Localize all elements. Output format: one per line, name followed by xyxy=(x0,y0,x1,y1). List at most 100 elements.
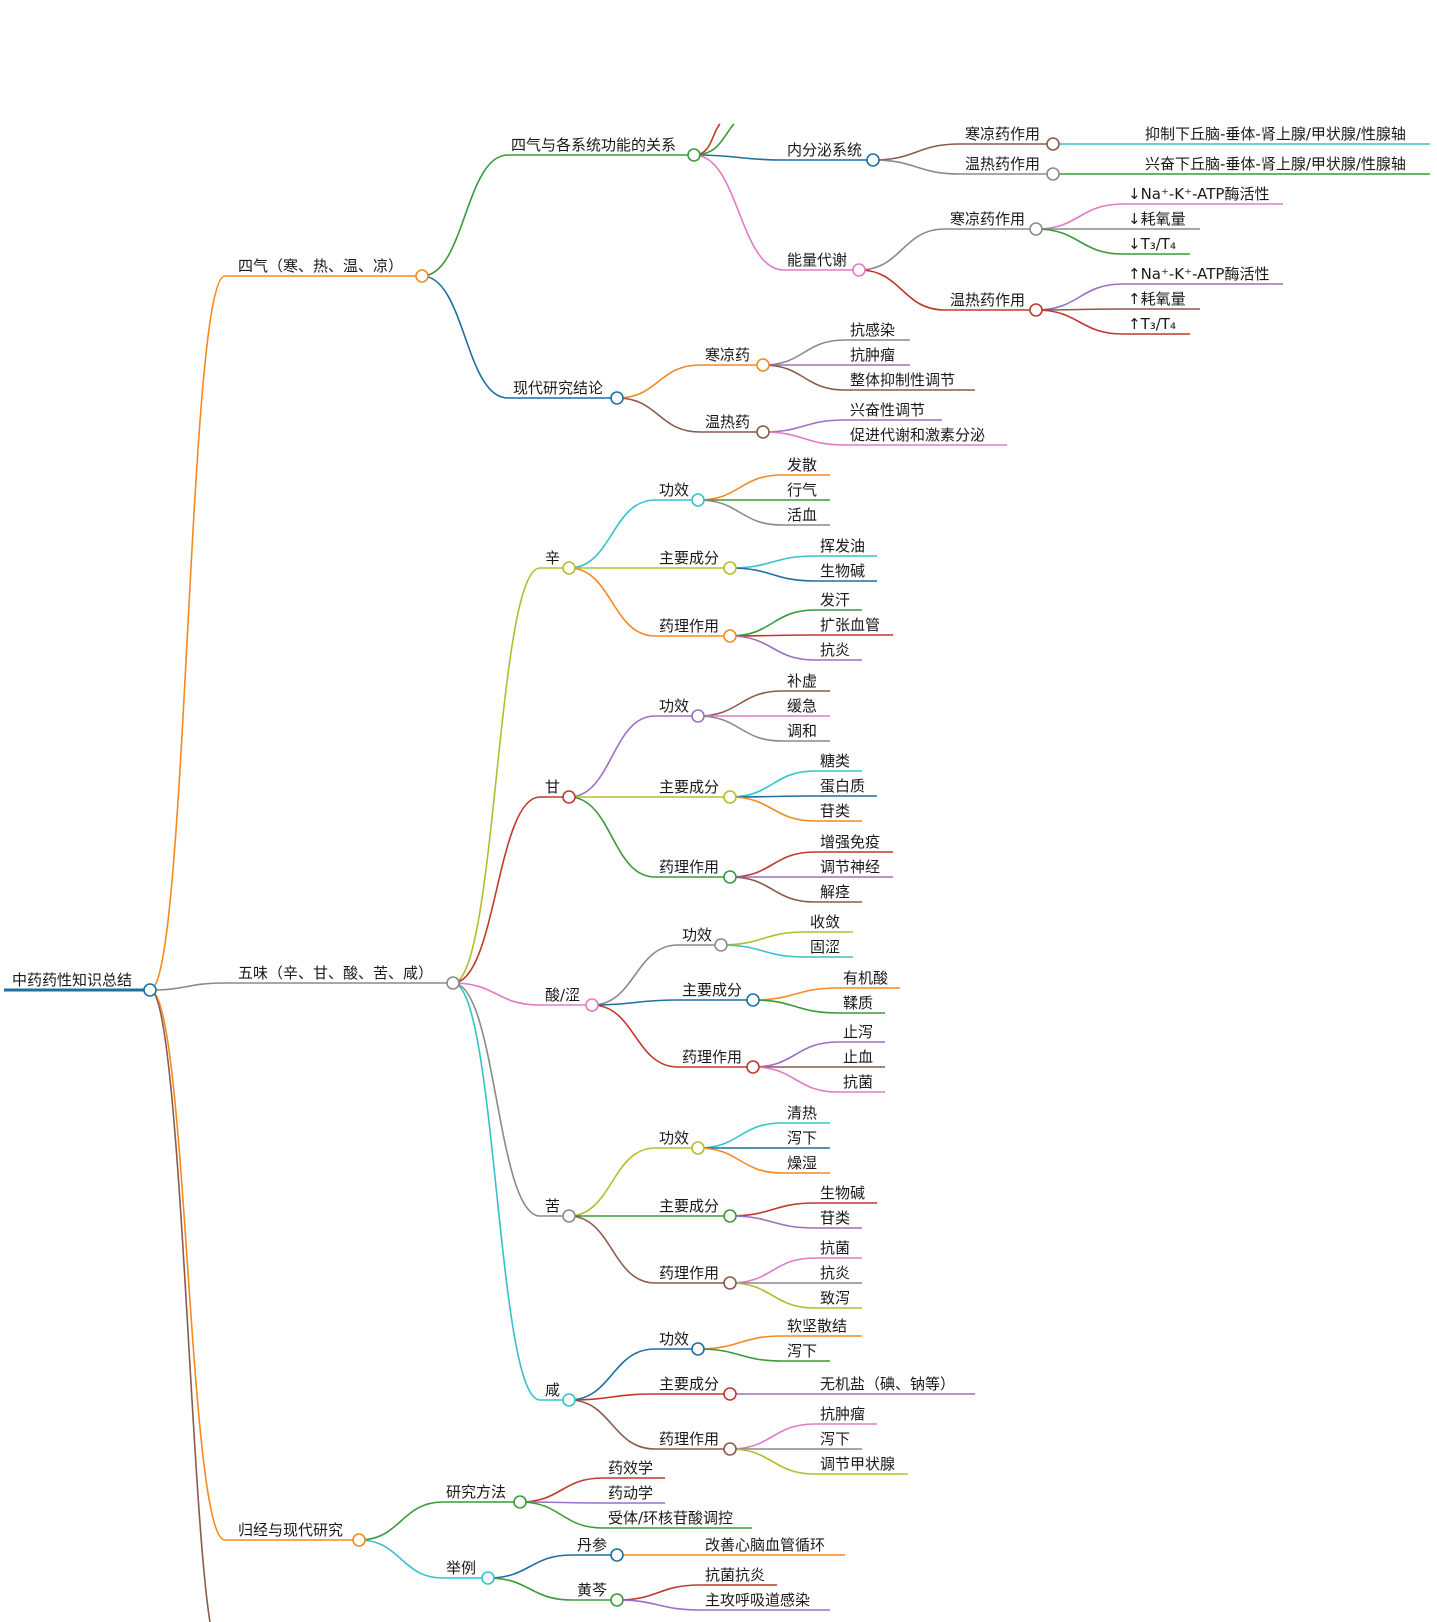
node-label-2-0[interactable]: 研究方法 xyxy=(446,1483,506,1501)
node-label-2[interactable]: 归经与现代研究 xyxy=(238,1521,343,1539)
collapse-toggle-1-4-2[interactable] xyxy=(723,1442,737,1456)
node-label-0-1-0[interactable]: 寒凉药 xyxy=(705,346,750,364)
node-label-1-0-2-1[interactable]: 扩张血管 xyxy=(820,616,880,634)
collapse-toggle-1-0-0[interactable] xyxy=(691,493,705,507)
node-label-1-4-2-0[interactable]: 抗肿瘤 xyxy=(820,1405,865,1423)
node-label-0-1-0-2[interactable]: 整体抑制性调节 xyxy=(850,371,955,389)
collapse-toggle-2-1[interactable] xyxy=(481,1571,495,1585)
collapse-toggle-1-4-1[interactable] xyxy=(723,1387,737,1401)
node-label-1-1-0-1[interactable]: 缓急 xyxy=(787,697,817,715)
node-label-1[interactable]: 五味（辛、甘、酸、苦、咸） xyxy=(238,964,433,982)
node-label-0-0-0[interactable]: 内分泌系统 xyxy=(787,141,862,159)
node-label-1-3-2-2[interactable]: 致泻 xyxy=(820,1289,850,1307)
node-label-0-1[interactable]: 现代研究结论 xyxy=(513,379,603,397)
node-label-1-1-0-0[interactable]: 补虚 xyxy=(787,672,817,690)
node-label-1-0-0-0[interactable]: 发散 xyxy=(787,456,817,474)
node-label-1-3-1[interactable]: 主要成分 xyxy=(659,1197,719,1215)
node-label-1-1[interactable]: 甘 xyxy=(545,778,560,796)
node-label-1-3-2-0[interactable]: 抗菌 xyxy=(820,1239,850,1257)
node-label-1-2-1-1[interactable]: 鞣质 xyxy=(843,994,873,1012)
collapse-toggle-0-0-0[interactable] xyxy=(866,153,880,167)
node-label-1-1-0-2[interactable]: 调和 xyxy=(787,722,817,740)
node-label-1-4-2-1[interactable]: 泻下 xyxy=(820,1430,850,1448)
node-label-0-0-0-1[interactable]: 温热药作用 xyxy=(965,155,1040,173)
node-label-1-3[interactable]: 苦 xyxy=(545,1197,560,1215)
node-label-1-0[interactable]: 辛 xyxy=(545,549,560,567)
collapse-toggle-1-4[interactable] xyxy=(562,1393,576,1407)
collapse-toggle-2-1-1[interactable] xyxy=(610,1593,624,1607)
node-label-1-2-2[interactable]: 药理作用 xyxy=(682,1048,742,1066)
node-label-2-1-1-1[interactable]: 主攻呼吸道感染 xyxy=(705,1591,810,1609)
node-label-0-0-0-0-0[interactable]: 抑制下丘脑-垂体-肾上腺/甲状腺/性腺轴 xyxy=(1145,125,1406,143)
node-label-1-1-2-0[interactable]: 增强免疫 xyxy=(820,833,880,851)
collapse-toggle-1-1[interactable] xyxy=(562,790,576,804)
node-label-1-2-2-0[interactable]: 止泻 xyxy=(843,1023,873,1041)
node-label-2-1-0[interactable]: 丹参 xyxy=(577,1536,607,1554)
node-label-1-1-2[interactable]: 药理作用 xyxy=(659,858,719,876)
collapse-toggle-1-2-1[interactable] xyxy=(746,993,760,1007)
collapse-toggle-1-3-1[interactable] xyxy=(723,1209,737,1223)
node-label-1-4-1-0[interactable]: 无机盐（碘、钠等） xyxy=(820,1375,955,1393)
collapse-toggle-1-2[interactable] xyxy=(585,998,599,1012)
node-label-1-1-2-1[interactable]: 调节神经 xyxy=(820,858,880,876)
collapse-toggle-0-0-1-1[interactable] xyxy=(1029,303,1043,317)
node-label-1-1-2-2[interactable]: 解痉 xyxy=(820,883,850,901)
collapse-toggle-1-1-2[interactable] xyxy=(723,870,737,884)
node-label-0-0-0-0[interactable]: 寒凉药作用 xyxy=(965,125,1040,143)
collapse-toggle-1-1-0[interactable] xyxy=(691,709,705,723)
collapse-toggle-0-0[interactable] xyxy=(687,148,701,162)
node-label-1-2-1-0[interactable]: 有机酸 xyxy=(843,969,888,987)
node-label-0-0-1-1-1[interactable]: ↑耗氧量 xyxy=(1128,290,1186,308)
node-label-2-0-1[interactable]: 药动学 xyxy=(608,1484,653,1502)
collapse-toggle-1-4-0[interactable] xyxy=(691,1342,705,1356)
node-label-0-0[interactable]: 四气与各系统功能的关系 xyxy=(511,136,676,154)
collapse-toggle-1-0[interactable] xyxy=(562,561,576,575)
node-label-1-4-0-0[interactable]: 软坚散结 xyxy=(787,1317,847,1335)
node-label-1-1-1[interactable]: 主要成分 xyxy=(659,778,719,796)
node-label-1-0-0[interactable]: 功效 xyxy=(659,481,689,499)
node-label-0-0-1-1-2[interactable]: ↑T₃/T₄ xyxy=(1128,315,1176,333)
node-label-1-4-2-2[interactable]: 调节甲状腺 xyxy=(820,1455,895,1473)
collapse-toggle-0[interactable] xyxy=(415,269,429,283)
node-label-0-1-1-1[interactable]: 促进代谢和激素分泌 xyxy=(850,426,985,444)
node-label-1-4-1[interactable]: 主要成分 xyxy=(659,1375,719,1393)
node-label-0-1-0-0[interactable]: 抗感染 xyxy=(850,321,895,339)
node-label-1-3-0-0[interactable]: 清热 xyxy=(787,1104,817,1122)
collapse-toggle-2[interactable] xyxy=(352,1533,366,1547)
node-label-1-1-1-1[interactable]: 蛋白质 xyxy=(820,777,865,795)
node-label-1-0-2-0[interactable]: 发汗 xyxy=(820,591,850,609)
node-label-1-0-2[interactable]: 药理作用 xyxy=(659,617,719,635)
collapse-toggle-2-0[interactable] xyxy=(513,1495,527,1509)
node-label-2-0-2[interactable]: 受体/环核苷酸调控 xyxy=(608,1509,733,1527)
node-label-1-1-1-0[interactable]: 糖类 xyxy=(820,752,850,770)
node-label-0-1-0-1[interactable]: 抗肿瘤 xyxy=(850,346,895,364)
node-label-1-4-2[interactable]: 药理作用 xyxy=(659,1430,719,1448)
collapse-toggle-0-0-1[interactable] xyxy=(852,263,866,277)
node-label-1-1-1-2[interactable]: 苷类 xyxy=(820,802,850,820)
node-label-0-1-1-0[interactable]: 兴奋性调节 xyxy=(850,401,925,419)
collapse-toggle-1-1-1[interactable] xyxy=(723,790,737,804)
node-label-0-0-1-0-0[interactable]: ↓Na⁺-K⁺-ATP酶活性 xyxy=(1128,185,1269,203)
node-label-1-3-2[interactable]: 药理作用 xyxy=(659,1264,719,1282)
node-label-0[interactable]: 四气（寒、热、温、凉） xyxy=(238,257,403,275)
collapse-toggle-1[interactable] xyxy=(446,976,460,990)
node-label-1-2-0[interactable]: 功效 xyxy=(682,926,712,944)
node-label-1-0-2-2[interactable]: 抗炎 xyxy=(820,641,850,659)
collapse-toggle-1-2-2[interactable] xyxy=(746,1060,760,1074)
collapse-toggle-0-1-1[interactable] xyxy=(756,425,770,439)
collapse-toggle-1-0-2[interactable] xyxy=(723,629,737,643)
node-label-0-0-1-0-1[interactable]: ↓耗氧量 xyxy=(1128,210,1186,228)
collapse-toggle-2-1-0[interactable] xyxy=(610,1548,624,1562)
collapse-toggle-r[interactable] xyxy=(143,983,157,997)
node-label-1-3-1-0[interactable]: 生物碱 xyxy=(820,1184,865,1202)
node-label-2-1-0-0[interactable]: 改善心脑血管循环 xyxy=(705,1536,825,1554)
node-label-1-2-0-1[interactable]: 固涩 xyxy=(810,938,840,956)
node-label-2-1-1-0[interactable]: 抗菌抗炎 xyxy=(705,1566,765,1584)
node-label-1-0-1-1[interactable]: 生物碱 xyxy=(820,562,865,580)
node-label-1-3-0[interactable]: 功效 xyxy=(659,1129,689,1147)
node-label-0-1-1[interactable]: 温热药 xyxy=(705,413,750,431)
node-label-1-3-0-1[interactable]: 泻下 xyxy=(787,1129,817,1147)
node-label-2-1-1[interactable]: 黄芩 xyxy=(577,1581,607,1599)
node-label-1-3-2-1[interactable]: 抗炎 xyxy=(820,1264,850,1282)
collapse-toggle-1-3-0[interactable] xyxy=(691,1141,705,1155)
